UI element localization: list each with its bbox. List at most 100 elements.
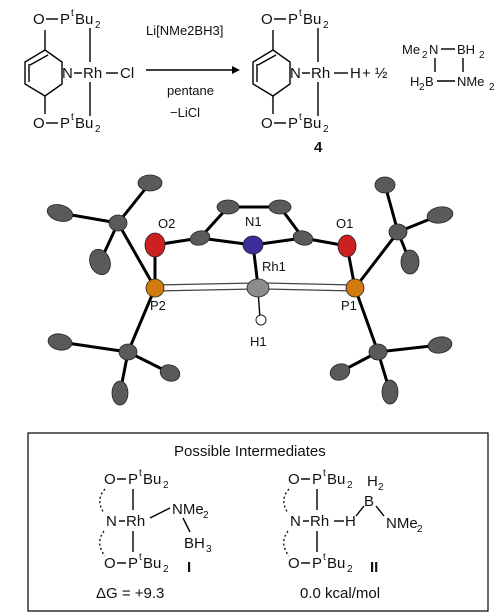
svg-text:3: 3	[206, 544, 212, 555]
svg-text:2: 2	[163, 564, 169, 575]
carbon-ellipsoid	[118, 343, 138, 361]
svg-text:t: t	[71, 112, 74, 123]
svg-text:BH: BH	[184, 535, 205, 552]
svg-text:H: H	[410, 74, 419, 89]
carbon-ellipsoid	[374, 176, 396, 194]
reactant-rh-chloride-complex: O P t Bu 2 O P t Bu 2 N Rh Cl	[24, 8, 134, 135]
svg-text:O: O	[104, 555, 116, 572]
reactant-n: N	[62, 65, 73, 82]
intermediate-I-label: I	[187, 559, 191, 576]
nitrogen-n1-ellipsoid	[242, 235, 264, 255]
svg-text:2: 2	[203, 510, 209, 521]
svg-text:Bu: Bu	[75, 11, 93, 28]
svg-text:O: O	[261, 11, 273, 28]
carbon-ellipsoid	[159, 364, 181, 382]
crystal-structure-ortep: O2 N1 O1 Rh1 P2 P1 H1	[46, 174, 454, 406]
svg-text:N: N	[290, 513, 301, 530]
svg-text:t: t	[299, 8, 302, 19]
carbon-ellipsoid	[47, 333, 73, 351]
label-h1: H1	[250, 334, 267, 349]
label-n1: N1	[245, 214, 262, 229]
carbon-ellipsoid	[46, 204, 74, 222]
svg-text:2: 2	[323, 124, 329, 135]
oxygen-o1-ellipsoid	[337, 234, 357, 258]
svg-text:Me: Me	[402, 42, 420, 57]
reactant-o-top: O	[33, 11, 45, 28]
reaction-arrow: Li[NMe2BH3] pentane −LiCl	[146, 23, 240, 120]
svg-text:H: H	[367, 473, 378, 490]
svg-text:2: 2	[378, 482, 384, 493]
svg-text:P: P	[288, 115, 298, 132]
intermediate-I-energy: ΔG = +9.3	[96, 585, 164, 602]
carbon-ellipsoid	[189, 230, 211, 246]
svg-text:Bu: Bu	[143, 555, 161, 572]
svg-text:2: 2	[347, 480, 353, 491]
carbon-ellipsoid	[268, 199, 292, 215]
svg-text:2: 2	[95, 20, 101, 31]
carbon-ellipsoid	[400, 249, 420, 275]
label-o1: O1	[336, 216, 353, 231]
svg-text:N: N	[429, 42, 438, 57]
svg-text:NMe: NMe	[386, 515, 418, 532]
reactant-p-top: P	[60, 11, 70, 28]
svg-text:t: t	[323, 552, 326, 563]
svg-text:H: H	[345, 513, 356, 530]
svg-text:B: B	[364, 493, 374, 510]
label-p2: P2	[150, 298, 166, 313]
intermediate-II: O P t Bu 2 N Rh O P t Bu 2 H H 2 B	[283, 468, 423, 602]
carbon-ellipsoid	[368, 343, 388, 361]
carbon-ellipsoid	[381, 379, 399, 405]
svg-text:2: 2	[417, 524, 423, 535]
reactant-p-bottom: P	[60, 115, 70, 132]
product-rh: Rh	[311, 65, 330, 82]
svg-text:O: O	[261, 115, 273, 132]
intermediate-I: O P t Bu 2 N Rh O P t Bu 2 NMe 2 BH 3 I	[96, 468, 212, 602]
reactant-cl: Cl	[120, 65, 134, 82]
svg-text:P: P	[312, 555, 322, 572]
hydrogen-h1-sphere	[255, 314, 267, 326]
rhodium-rh1-ellipsoid	[246, 278, 270, 298]
label-p1: P1	[341, 298, 357, 313]
product-hydride: H	[350, 65, 361, 82]
intermediate-II-energy: 0.0 kcal/mol	[300, 585, 380, 602]
svg-text:t: t	[71, 8, 74, 19]
compound-number-4: 4	[314, 139, 323, 156]
carbon-ellipsoid	[292, 230, 314, 246]
label-o2: O2	[158, 216, 175, 231]
product-4-rh-hydride: O P t Bu 2 O P t Bu 2 N Rh H + ½ 4	[252, 8, 388, 156]
oxygen-o2-ellipsoid	[144, 232, 166, 258]
svg-text:2: 2	[95, 124, 101, 135]
svg-text:Bu: Bu	[327, 555, 345, 572]
solvent-label: pentane	[167, 83, 214, 98]
carbon-ellipsoid	[427, 336, 453, 354]
svg-text:2: 2	[422, 50, 428, 61]
svg-text:2: 2	[489, 82, 495, 93]
svg-text:Bu: Bu	[303, 11, 321, 28]
carbon-ellipsoid	[108, 214, 128, 232]
svg-text:BH: BH	[457, 42, 475, 57]
carbon-ellipsoid	[216, 199, 240, 215]
svg-text:O: O	[288, 555, 300, 572]
intermediate-II-rh: Rh	[310, 513, 329, 530]
svg-text:2: 2	[479, 50, 485, 61]
svg-text:t: t	[139, 468, 142, 479]
carbon-ellipsoid	[426, 206, 454, 224]
phosphorus-p1-ellipsoid	[345, 278, 365, 298]
svg-text:P: P	[312, 471, 322, 488]
aminoborane-dimer: Me 2 N BH 2 H 2 B NMe 2	[402, 42, 495, 93]
svg-text:P: P	[288, 11, 298, 28]
svg-text:NMe: NMe	[172, 501, 204, 518]
svg-text:O: O	[288, 471, 300, 488]
svg-text:P: P	[128, 471, 138, 488]
svg-text:Bu: Bu	[75, 115, 93, 132]
svg-text:t: t	[299, 112, 302, 123]
intermediates-title: Possible Intermediates	[174, 443, 326, 460]
intermediate-I-rh: Rh	[126, 513, 145, 530]
reactant-o-bottom: O	[33, 115, 45, 132]
possible-intermediates-panel: Possible Intermediates O P t Bu 2 N Rh O…	[27, 432, 489, 612]
carbon-ellipsoid	[329, 363, 351, 381]
svg-text:N: N	[106, 513, 117, 530]
svg-text:B: B	[425, 74, 434, 89]
intermediate-II-label: II	[370, 559, 378, 576]
